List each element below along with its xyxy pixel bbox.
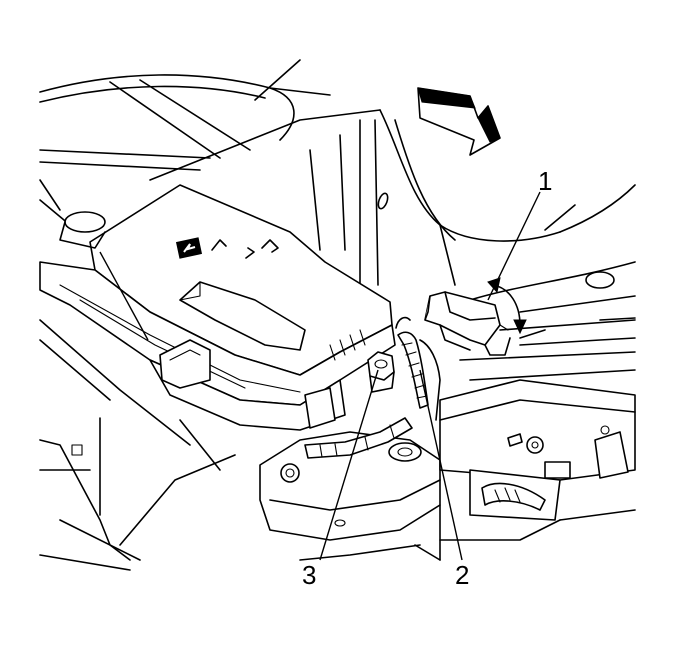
leader-line-1 (488, 192, 540, 300)
vertical-strut (310, 110, 560, 285)
frame-rail-right (440, 318, 635, 540)
leader-line-fuse (100, 252, 148, 340)
lower-left-structure (40, 320, 235, 570)
leader-line-3 (320, 370, 378, 560)
upper-body-panel (40, 60, 380, 225)
bolt-icon (281, 464, 299, 482)
leader-line-2 (420, 370, 462, 560)
callout-1: 1 (538, 166, 552, 196)
callout-2: 2 (455, 560, 469, 590)
fuse-block (40, 185, 395, 430)
terminal-cover (425, 278, 526, 355)
callout-3: 3 (302, 560, 316, 590)
front-direction-arrow-icon (418, 88, 500, 155)
arrow-symbol-icon (212, 240, 226, 250)
terminal-nut (368, 352, 394, 392)
lower-frame (260, 418, 440, 560)
right-radiator-support (460, 185, 635, 380)
battery-cable (396, 318, 440, 420)
nut-icon (527, 437, 543, 453)
